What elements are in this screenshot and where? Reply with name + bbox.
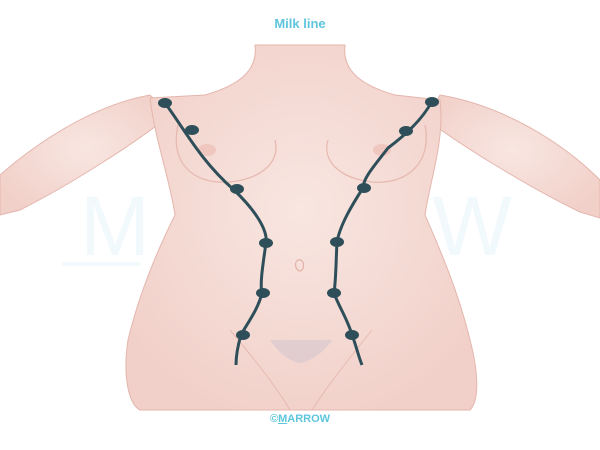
nodes-right [327, 97, 439, 340]
node-right-1 [425, 97, 439, 107]
left-areola [198, 144, 216, 156]
right-areola [373, 144, 391, 156]
right-arm [424, 94, 600, 219]
node-right-2 [399, 126, 413, 136]
node-right-3 [357, 183, 371, 193]
torso [125, 44, 478, 411]
node-right-5 [327, 288, 341, 298]
node-right-4 [330, 237, 344, 247]
node-left-4 [259, 238, 273, 248]
diagram-title: Milk line [274, 16, 326, 31]
node-left-2 [185, 125, 199, 135]
left-breast [175, 124, 277, 183]
navel [294, 259, 305, 272]
copyright-credit: ©MARROW [0, 413, 600, 425]
left-arm [0, 94, 171, 216]
credit-rest: ARROW [287, 413, 331, 425]
right-breast [326, 124, 427, 183]
groin-line-left [229, 329, 291, 411]
node-left-6 [236, 330, 250, 340]
node-left-1 [158, 98, 172, 108]
node-left-3 [230, 184, 244, 194]
node-right-6 [345, 330, 359, 340]
credit-first-letter: M [278, 413, 288, 425]
copyright-symbol: © [269, 413, 279, 425]
nodes-left [158, 98, 273, 340]
watermark-underline [62, 262, 140, 266]
pubic-region [270, 340, 332, 363]
node-left-5 [256, 288, 270, 298]
groin-line-right [311, 329, 373, 411]
